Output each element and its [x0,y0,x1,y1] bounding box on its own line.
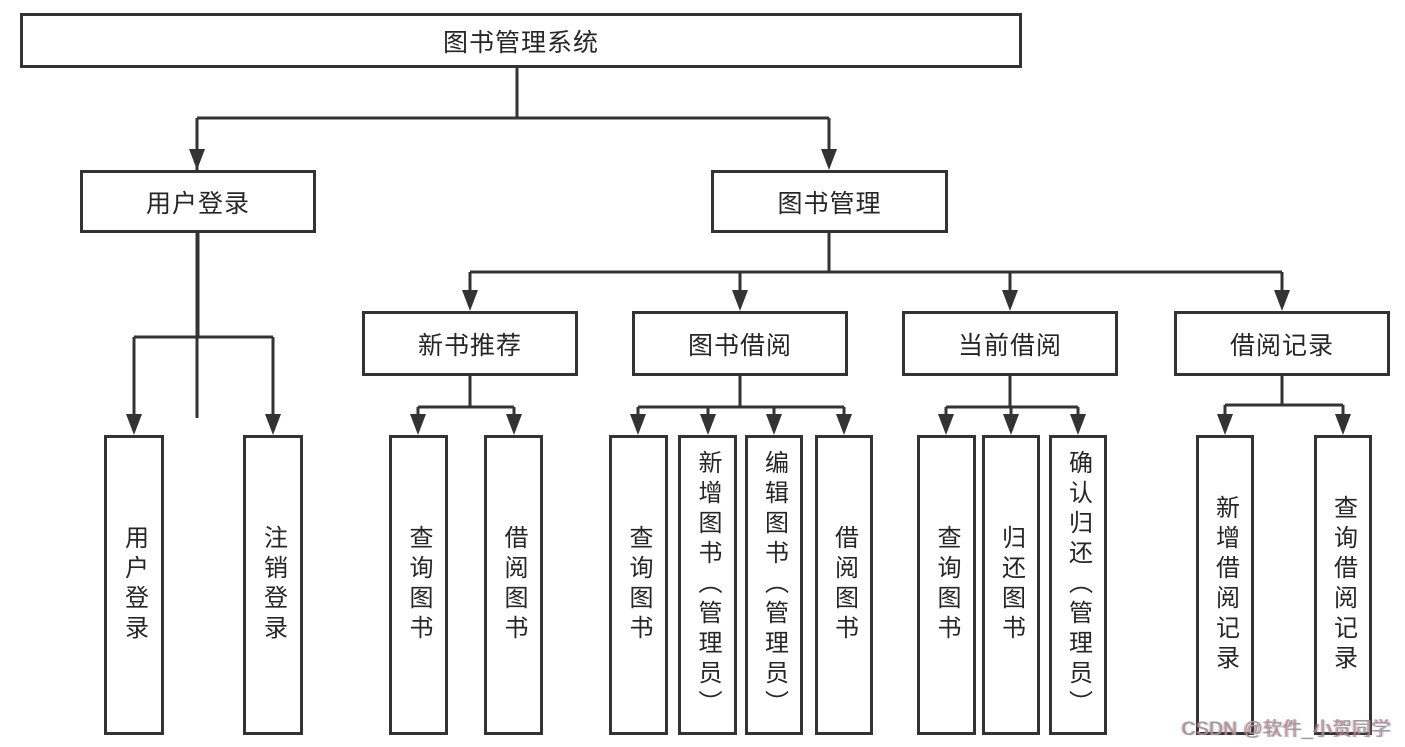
node-book-borrow: 图书借阅 [632,311,848,376]
leaf-records-query-borrow-record: 查询借阅记录 [1314,435,1372,735]
leaf-user-login: 用户登录 [104,435,164,735]
leaf-current-query-books: 查询图书 [917,435,976,735]
leaf-borrow-edit-books-admin: 编辑图书（管理员） [745,435,803,735]
leaf-records-add-borrow-record: 新增借阅记录 [1196,435,1254,735]
node-root-system: 图书管理系统 [20,13,1022,68]
leaf-borrow-borrow-books: 借阅图书 [815,435,873,735]
arrowheads [126,149,1351,435]
leaf-current-return-books: 归还图书 [982,435,1040,735]
leaf-newbook-borrow-books: 借阅图书 [484,435,543,735]
node-user-login: 用户登录 [80,170,316,233]
node-new-book-recommend: 新书推荐 [362,311,578,376]
leaf-borrow-add-books-admin: 新增图书（管理员） [678,435,737,735]
leaf-logout: 注销登录 [243,435,303,735]
leaf-borrow-query-books: 查询图书 [609,435,668,735]
leaf-newbook-query-books: 查询图书 [389,435,448,735]
node-current-borrow: 当前借阅 [902,311,1118,376]
csdn-watermark: CSDN @软件_小贺同学 [1182,719,1392,740]
node-borrow-records: 借阅记录 [1174,311,1390,376]
leaf-current-confirm-return-admin: 确认归还（管理员） [1049,435,1107,735]
node-book-management: 图书管理 [711,170,948,233]
